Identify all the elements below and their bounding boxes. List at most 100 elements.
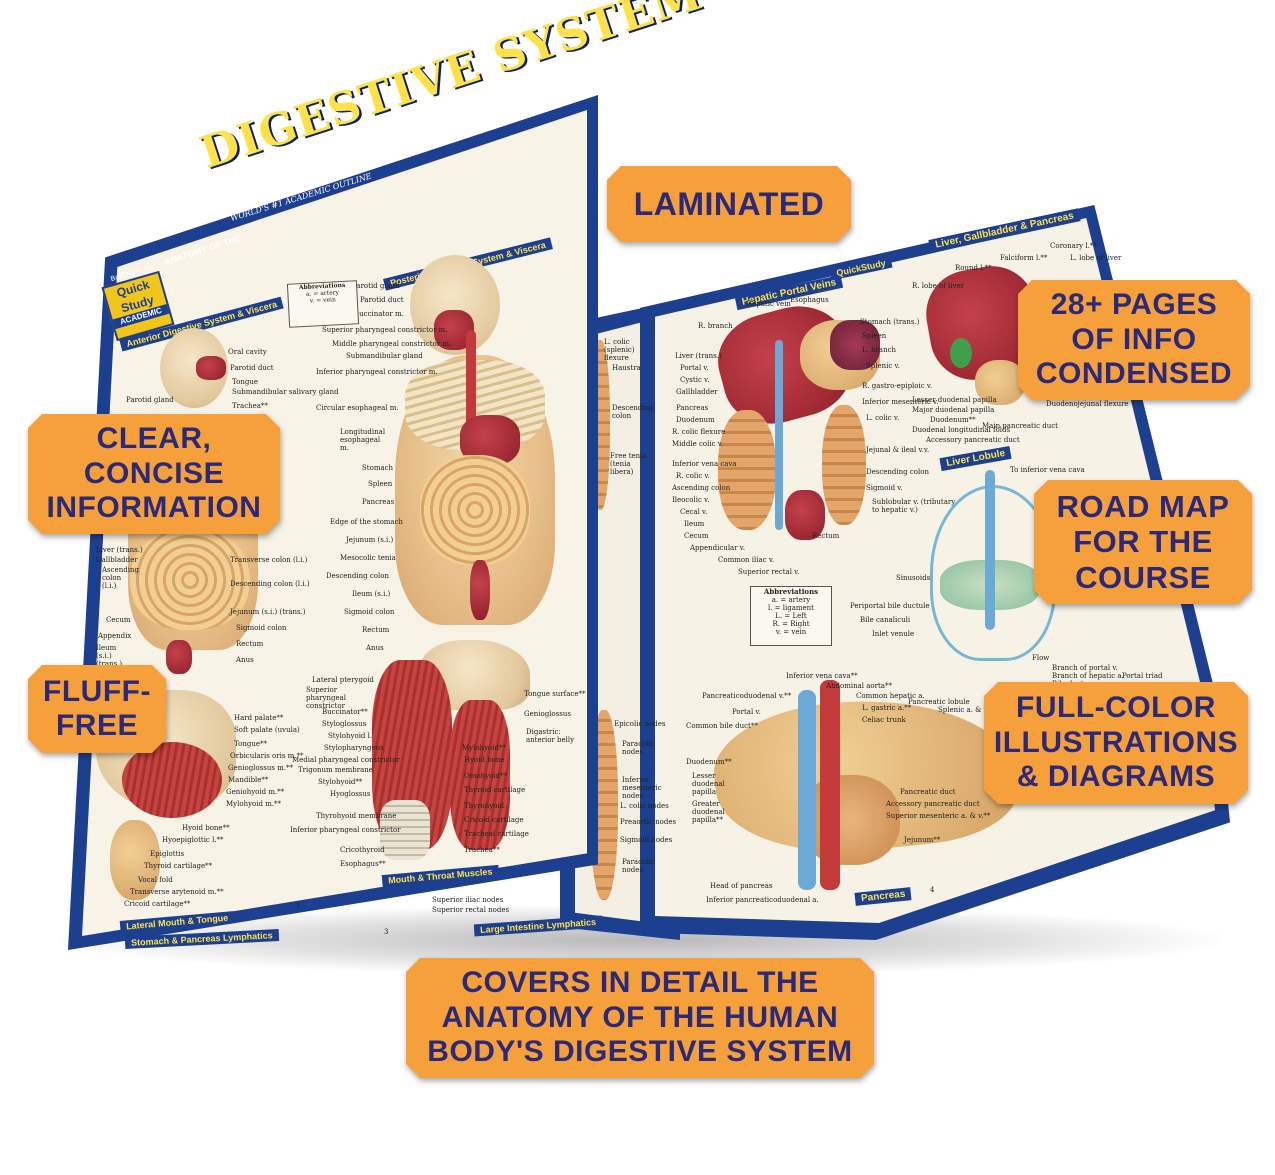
label-liver-accessory-duct: Accessory pancreatic duct bbox=[926, 436, 1020, 444]
label-post-mesocolic: Mesocolic tenia bbox=[340, 554, 396, 562]
portal-vein-illustration bbox=[775, 340, 783, 530]
label-portal-stomach: Stomach (trans.) bbox=[860, 318, 920, 326]
callout-fullcolor-text: FULL-COLOR ILLUSTRATIONS & DIAGRAMS bbox=[993, 691, 1239, 794]
label-inner-preaortic: Preaortic nodes bbox=[620, 818, 677, 826]
label-inner-paracolic: Paracolic nodes bbox=[622, 740, 655, 756]
callout-laminated-text: LAMINATED bbox=[633, 185, 825, 222]
page-number-4: 4 bbox=[930, 886, 935, 894]
label-ant-parotid-gland: Parotid gland bbox=[126, 396, 174, 404]
label-post-desc-colon: Descending colon bbox=[326, 572, 389, 580]
label-liver-falciform: Falciform l.** bbox=[1000, 254, 1048, 262]
label-mouth-cricoid: Cricoid cartilage** bbox=[124, 900, 191, 908]
label-liver-duodenum: Duodenum** bbox=[930, 416, 976, 424]
label-inner-sup-iliac: Superior iliac nodes bbox=[432, 896, 504, 904]
label-throat-thyroid-cart: Thyroid cartilage bbox=[464, 786, 526, 794]
label-inner-sigmoid: Sigmoid nodes bbox=[620, 836, 673, 844]
label-throat-trigonum: Trigonum membrane bbox=[298, 766, 373, 774]
label-lobule-sinusoids: Sinusoids bbox=[896, 574, 931, 582]
callout-roadmap-text: ROAD MAP FOR THE COURSE bbox=[1056, 488, 1230, 595]
label-pan-bile-duct: Common bile duct** bbox=[686, 722, 758, 730]
duodenum-illustration bbox=[975, 360, 1025, 405]
label-ant-liver: Liver (trans.) bbox=[96, 546, 143, 554]
label-throat-cricoid: Cricoid cartilage bbox=[464, 816, 524, 824]
label-portal-gallbladder: Gallbladder bbox=[676, 388, 718, 396]
label-mouth-thyroid: Thyroid cartilage** bbox=[144, 862, 213, 870]
label-inner-colic-flexure: L. colic (splenic) flexure bbox=[604, 338, 635, 362]
abbreviations-box-left: Abbreviations a. = artery v. = vein bbox=[286, 280, 360, 328]
label-liver-lesser-papilla: Lesser duodenal papilla bbox=[912, 396, 997, 404]
label-throat-pterygoid: Lateral pterygoid bbox=[312, 676, 374, 684]
label-portal-liver: Liver (trans.) bbox=[675, 352, 722, 360]
anterior-mouth-illustration bbox=[196, 356, 226, 380]
label-ant-submandibular: Submandibular salivary gland bbox=[232, 388, 339, 396]
abbreviation-2: l. = ligament bbox=[767, 604, 814, 612]
label-mouth-geniohyoid: Geniohyoid m.** bbox=[226, 788, 285, 796]
label-ant-gallbladder: Gallbladder bbox=[96, 556, 138, 564]
label-portal-asc-colon: Ascending colon bbox=[672, 484, 731, 492]
label-throat-omohyoid: Omohyoid** bbox=[464, 772, 507, 780]
callout-fluff-text: FLUFF- FREE bbox=[43, 674, 151, 742]
abbreviations-title: Abbreviations bbox=[763, 587, 819, 596]
label-portal-esophagus: Esophagus bbox=[790, 296, 829, 304]
posterior-rectum-illustration bbox=[470, 560, 490, 620]
label-liver-main-duct: Main pancreatic duct bbox=[982, 422, 1058, 430]
anterior-rectum-illustration bbox=[166, 640, 192, 674]
label-mouth-tongue: Tongue** bbox=[234, 740, 267, 748]
anterior-intestines-illustration bbox=[130, 530, 250, 630]
label-portal-duodenum: Duodenum bbox=[676, 416, 715, 424]
label-portal-pancreas: Pancreas bbox=[676, 404, 709, 412]
label-pan-jejunum: Jejunum** bbox=[904, 836, 941, 844]
label-mouth-vocal-fold: Vocal fold bbox=[138, 876, 173, 884]
label-throat-digastric: Digastric: anterior belly bbox=[526, 728, 575, 744]
label-portal-hepatic: Hepatic vein bbox=[746, 300, 791, 308]
label-mouth-hard-palate: Hard palate** bbox=[234, 714, 284, 722]
label-portal-ivc: Inferior vena cava bbox=[672, 460, 737, 468]
abbreviation-5: v. = vein bbox=[775, 628, 807, 636]
label-lobule-hepatic-branch: Branch of hepatic a. bbox=[1052, 672, 1124, 680]
label-portal-l-branch: L. branch bbox=[862, 346, 897, 354]
label-throat-thyrohyoid: Thyrohyoid bbox=[464, 802, 505, 810]
abbreviation-3: L. = Left bbox=[775, 612, 807, 620]
label-ant-anus: Anus bbox=[236, 656, 254, 664]
label-portal-colic-flexure: R. colic flexure bbox=[672, 428, 726, 436]
page-number-3: 3 bbox=[384, 928, 389, 936]
label-portal-ileocolic: Ileocolic v. bbox=[672, 496, 710, 504]
label-portal-ileum: Ileum bbox=[684, 520, 705, 528]
label-portal-common-iliac: Common iliac v. bbox=[718, 556, 775, 564]
label-pan-accessory: Accessory pancreatic duct bbox=[886, 800, 980, 808]
label-post-stomach: Stomach bbox=[362, 464, 394, 472]
posterior-intestines-illustration bbox=[420, 455, 530, 565]
label-portal-inf-mesenteric: Inferior mesenteric v. bbox=[862, 398, 939, 406]
label-pan-celiac: Celiac trunk bbox=[862, 716, 906, 724]
label-pan-gastric-a: L. gastric a.** bbox=[862, 704, 912, 712]
label-portal-r-branch: R. branch bbox=[698, 322, 733, 330]
label-inner-haustra: Haustra bbox=[612, 364, 641, 372]
label-mouth-mylohyoid: Mylohyoid m.** bbox=[226, 800, 282, 808]
label-throat-sup-constrictor: Superior pharyngeal constrictor bbox=[306, 686, 347, 710]
label-post-edge-stomach: Edge of the stomach bbox=[330, 518, 404, 526]
label-throat-genioglossus: Genioglossus bbox=[524, 710, 571, 718]
label-liver-r-lobe: R. lobe of liver bbox=[912, 282, 964, 290]
label-portal-cecum: Cecum bbox=[684, 532, 709, 540]
tongue-illustration bbox=[122, 742, 222, 818]
label-inner-free-tenia: Free tenia (tenia libera) bbox=[610, 452, 647, 476]
label-mouth-hyoid: Hyoid bone** bbox=[182, 824, 230, 832]
label-throat-tracheal-cart: Tracheal cartilage bbox=[464, 830, 529, 838]
duodenum-loop-illustration bbox=[800, 775, 900, 865]
label-pan-pdv: Pancreaticoduodenal v.** bbox=[702, 692, 792, 700]
label-post-buccinator: Buccinator m. bbox=[354, 310, 404, 318]
label-lobule-ivc: To inferior vena cava bbox=[1010, 466, 1085, 474]
esophagus-illustration bbox=[466, 330, 476, 450]
label-mouth-genioglossus: Genioglossus m.** bbox=[228, 764, 294, 772]
label-liver-l-lobe: L. lobe of liver bbox=[1070, 254, 1122, 262]
label-post-spleen: Spleen bbox=[368, 480, 393, 488]
neck-muscles-illustration bbox=[450, 700, 510, 850]
label-portal-cystic: Cystic v. bbox=[680, 376, 710, 384]
label-post-mid-constrictor: Middle pharyngeal constrictor m. bbox=[332, 340, 452, 348]
label-liver-round: Round l.** bbox=[955, 264, 992, 272]
label-post-inf-constrictor: Inferior pharyngeal constrictor m. bbox=[316, 368, 438, 376]
label-throat-hyoid: Hyoid bone bbox=[464, 756, 505, 764]
label-liver-folds: Duodenal longitudinal folds bbox=[912, 426, 1011, 434]
label-portal-gastroepiploic: R. gastro-epiploic v. bbox=[862, 382, 933, 390]
ivc-illustration bbox=[798, 690, 816, 890]
